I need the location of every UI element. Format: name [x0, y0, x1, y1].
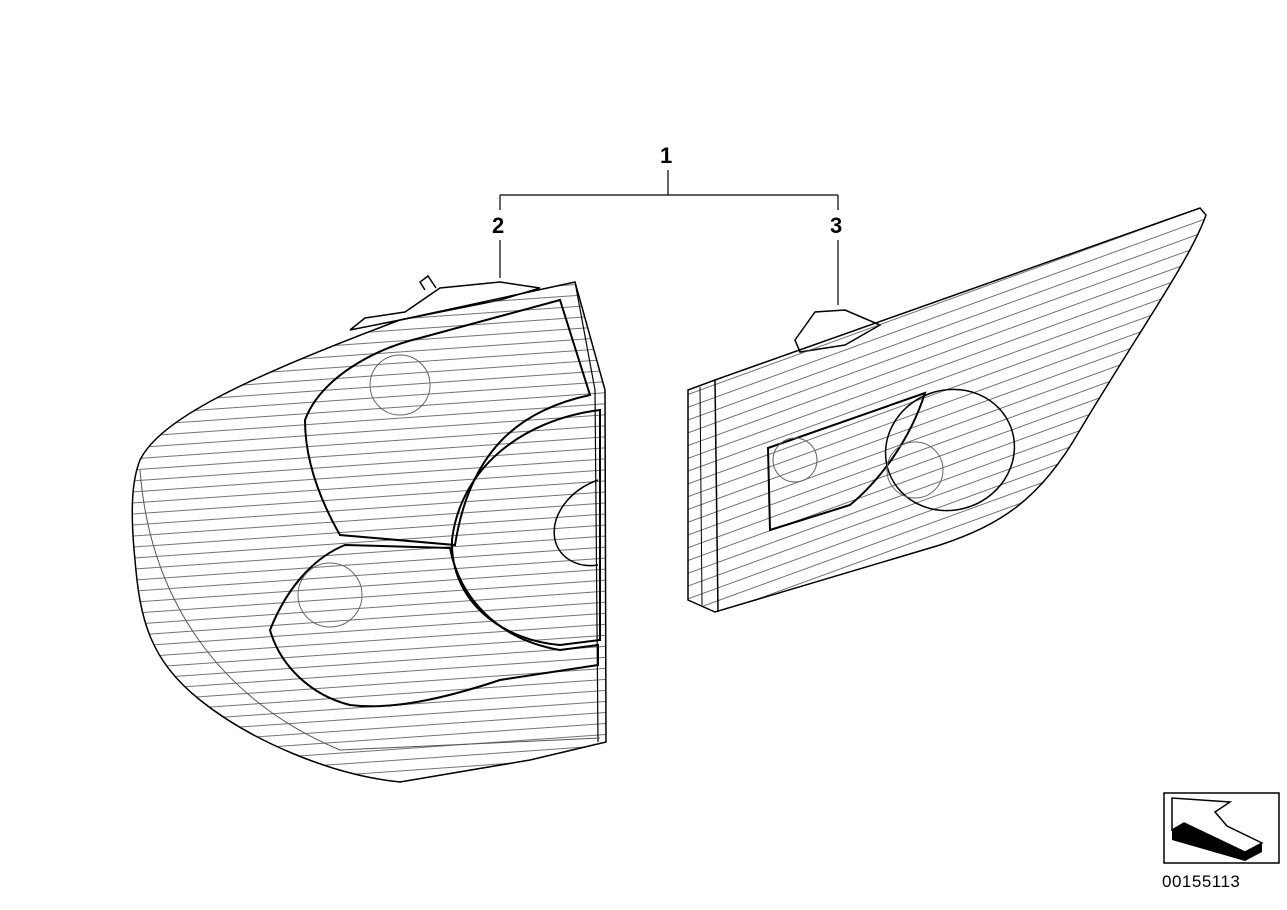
inner-tail-light[interactable] [687, 207, 1207, 613]
arrow-direction-icon [1163, 792, 1280, 864]
diagram-code: 00155113 [1162, 872, 1241, 891]
callout-1[interactable]: 1 [660, 143, 672, 168]
callout-3[interactable]: 3 [830, 213, 842, 238]
callout-leaders [499, 170, 839, 305]
outer-tail-light[interactable] [131, 274, 607, 783]
callout-2[interactable]: 2 [492, 213, 504, 238]
